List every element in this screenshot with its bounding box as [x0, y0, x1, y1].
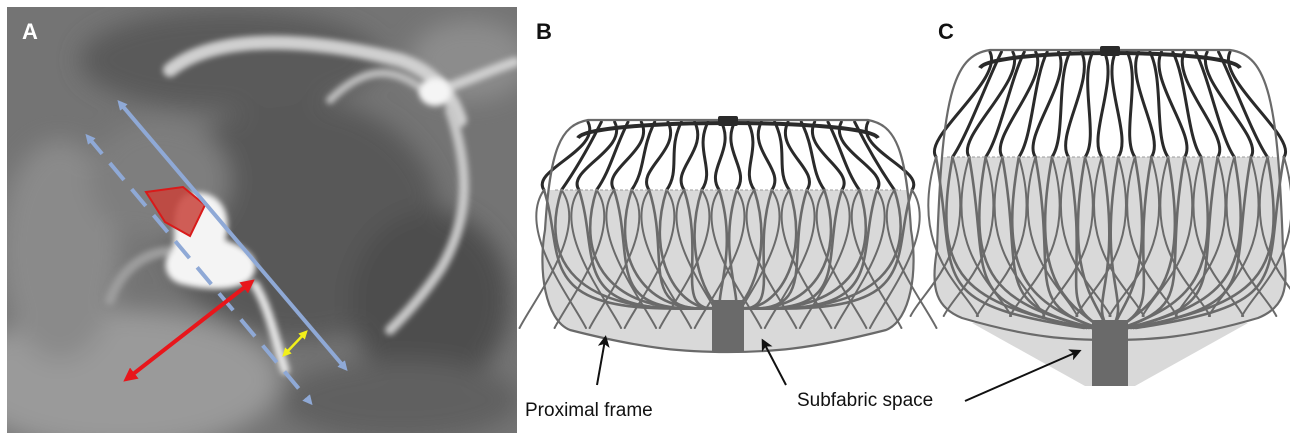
- panel-b-device-illustration: [520, 116, 937, 380]
- frame-wire: [715, 122, 725, 190]
- frame-wire: [1085, 52, 1093, 157]
- frame-wire: [1127, 52, 1135, 157]
- proximal-frame-pointer-arrow: [597, 340, 605, 385]
- frame-wire: [1066, 52, 1085, 157]
- frame-wire: [1098, 52, 1108, 157]
- frame-wire: [731, 122, 741, 190]
- distal-marker: [1100, 46, 1120, 56]
- panel-a-ct-image: [0, 7, 530, 440]
- frame-wire: [758, 122, 775, 190]
- subfabric-space-pointer-arrow-c: [965, 352, 1077, 401]
- frame-wire: [1112, 52, 1122, 157]
- subfabric-space-label: Subfabric space: [797, 390, 933, 411]
- panel-c-device-illustration: [911, 46, 1290, 386]
- frame-wire: [748, 122, 754, 190]
- frame-wire: [702, 122, 708, 190]
- proximal-hub: [712, 300, 744, 352]
- panel-letter-a: A: [22, 19, 38, 44]
- proximal-hub: [1092, 320, 1128, 386]
- frame-wire: [681, 122, 698, 190]
- frame-wire: [667, 122, 682, 190]
- distal-marker: [718, 116, 738, 126]
- panel-letter-c: C: [938, 19, 954, 44]
- panel-letter-b: B: [536, 19, 552, 44]
- frame-wire: [1136, 52, 1155, 157]
- proximal-frame-label: Proximal frame: [525, 400, 653, 421]
- frame-wire: [775, 122, 790, 190]
